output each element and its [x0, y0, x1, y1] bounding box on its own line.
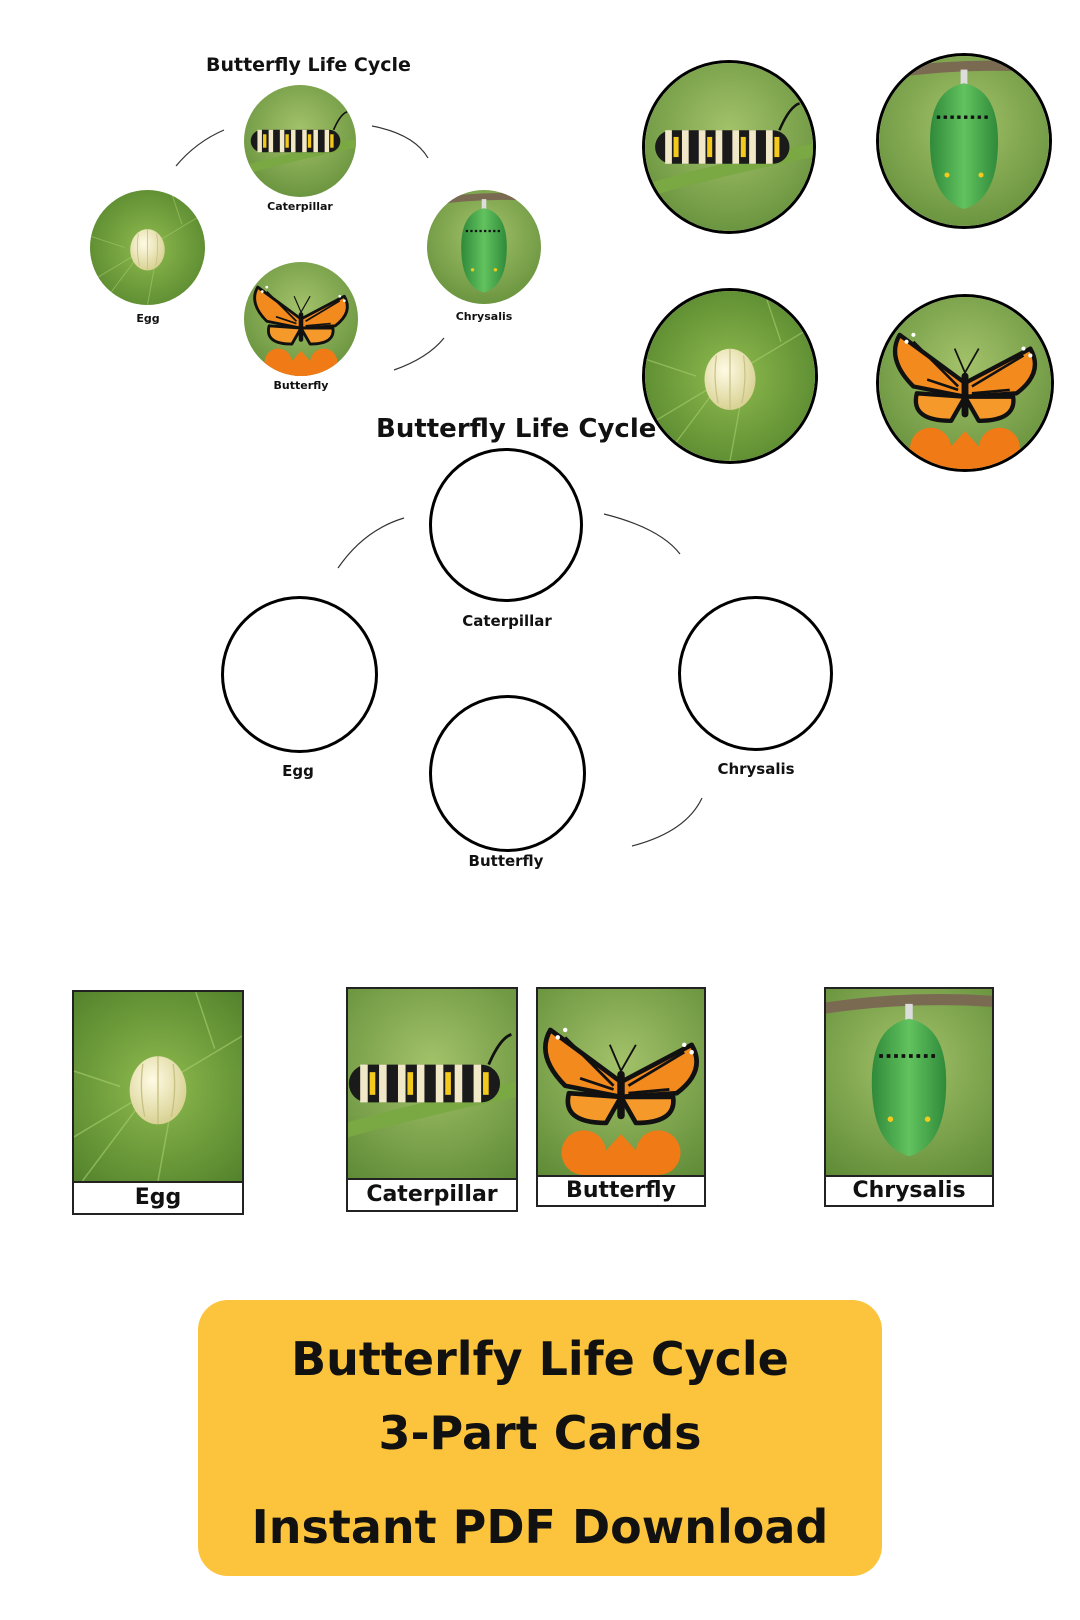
blank-chrysalis-circle	[678, 596, 833, 751]
banner-title: Butterlfy Life Cycle	[291, 1332, 789, 1386]
card-butterfly-photo	[538, 989, 704, 1175]
blank-chrysalis-label: Chrysalis	[717, 760, 795, 778]
card-chrysalis: Chrysalis	[824, 987, 994, 1207]
small-egg-label: Egg	[136, 312, 160, 325]
small-caterpillar-label: Caterpillar	[267, 200, 333, 213]
blank-egg-circle	[221, 596, 378, 753]
card-caterpillar: Caterpillar	[346, 987, 518, 1212]
cutout-chrysalis-circle	[876, 53, 1052, 229]
cutout-butterfly-circle	[876, 294, 1054, 472]
card-caterpillar-label: Caterpillar	[348, 1178, 516, 1210]
small-chrysalis-photo	[427, 190, 541, 304]
small-butterfly-label: Butterfly	[273, 379, 329, 392]
card-butterfly: Butterfly	[536, 987, 706, 1207]
blank-butterfly-label: Butterfly	[468, 852, 544, 870]
card-egg: Egg	[72, 990, 244, 1215]
card-chrysalis-label: Chrysalis	[826, 1175, 992, 1205]
small-egg-photo	[90, 190, 205, 305]
blank-caterpillar-circle	[429, 448, 583, 602]
cutout-egg-circle	[642, 288, 818, 464]
blank-diagram-title: Butterfly Life Cycle	[376, 414, 657, 444]
blank-butterfly-circle	[429, 695, 586, 852]
card-butterfly-label: Butterfly	[538, 1175, 704, 1205]
small-diagram-title: Butterfly Life Cycle	[206, 54, 411, 76]
card-egg-photo	[74, 992, 242, 1181]
card-egg-label: Egg	[74, 1181, 242, 1213]
small-caterpillar-photo	[244, 85, 356, 197]
blank-caterpillar-label: Caterpillar	[462, 612, 552, 630]
banner-download-text: Instant PDF Download	[251, 1500, 829, 1554]
small-butterfly-photo	[244, 262, 358, 376]
cutout-caterpillar-circle	[642, 60, 816, 234]
blank-egg-label: Egg	[282, 762, 314, 780]
small-diagram-arcs	[175, 125, 703, 847]
card-chrysalis-photo	[826, 989, 992, 1175]
banner-subtitle: 3-Part Cards	[378, 1406, 702, 1460]
small-chrysalis-label: Chrysalis	[455, 310, 513, 323]
card-caterpillar-photo	[348, 989, 516, 1178]
product-banner: Butterlfy Life Cycle 3-Part Cards Instan…	[198, 1300, 882, 1576]
